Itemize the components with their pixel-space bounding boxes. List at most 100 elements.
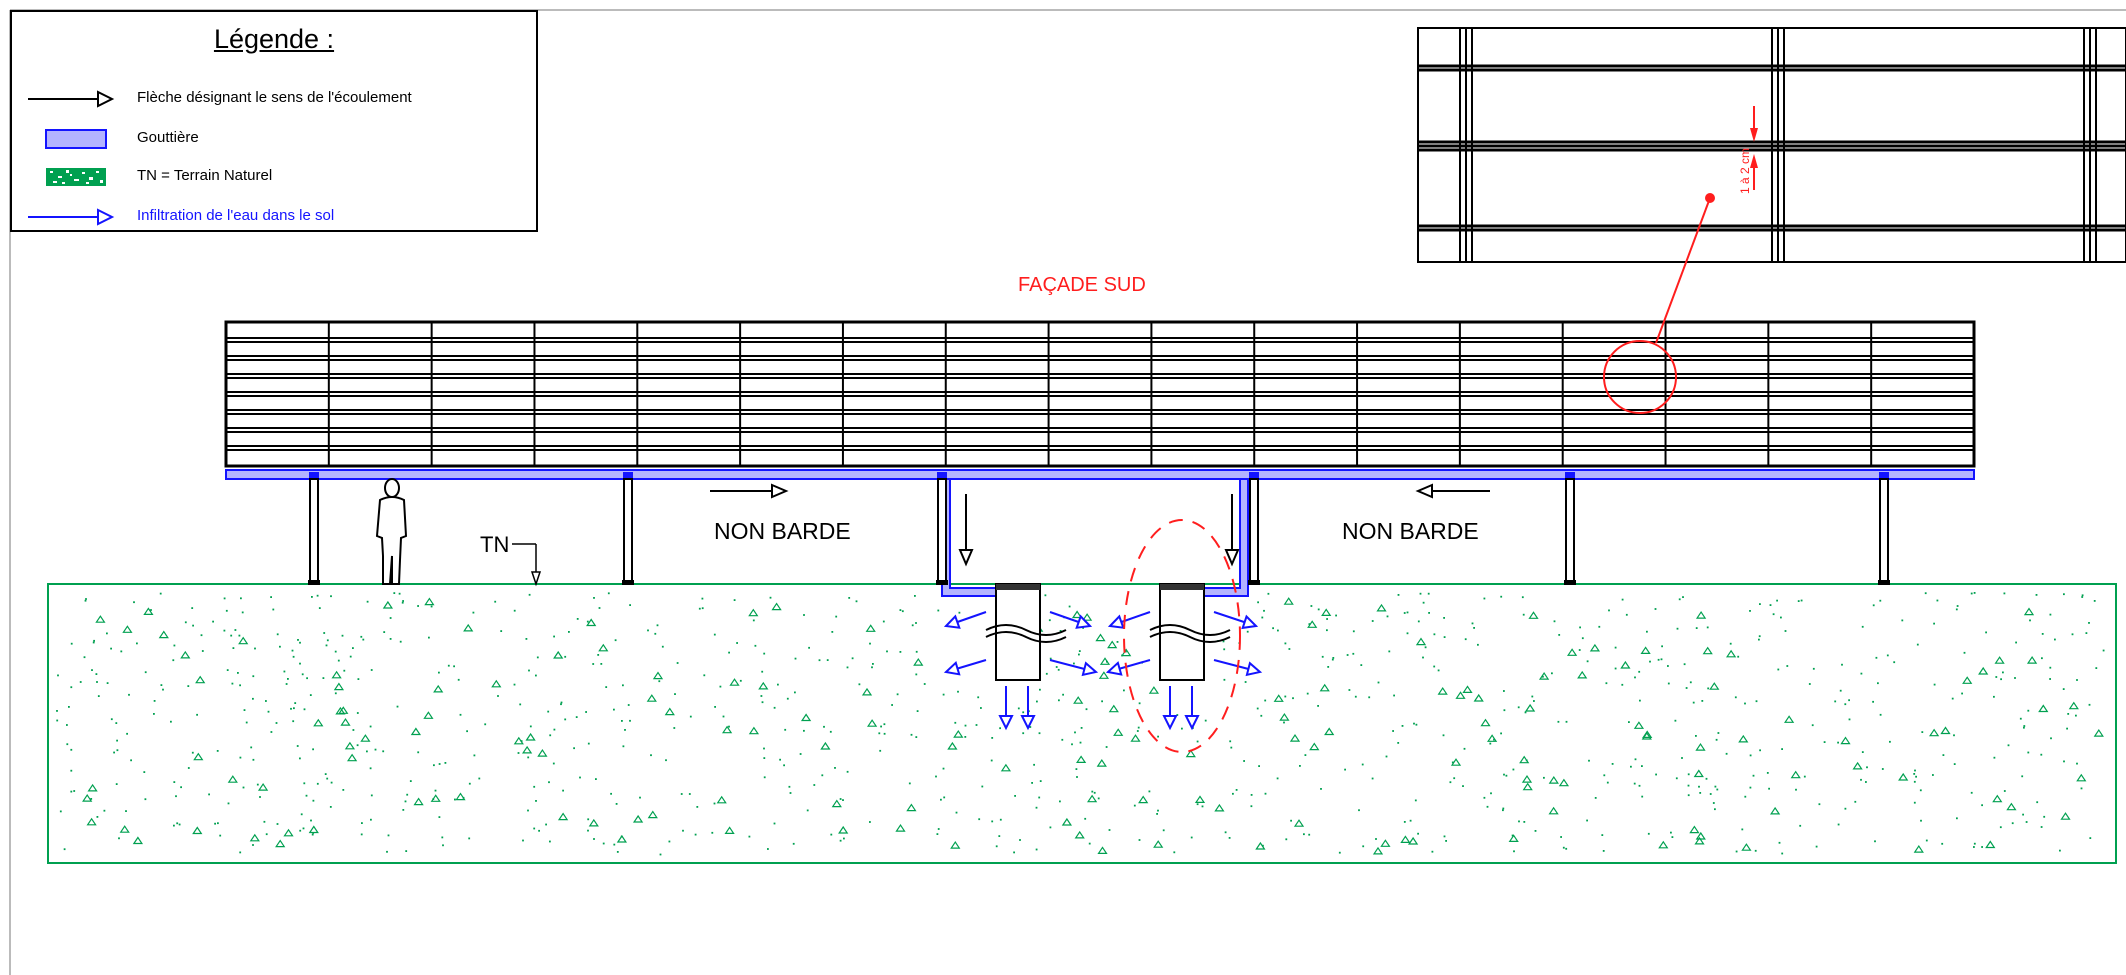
ground-dot <box>1889 740 1891 743</box>
ground-dot <box>1223 648 1226 651</box>
ground-dot <box>1071 743 1073 746</box>
ground-dot <box>306 677 308 680</box>
ground-dot <box>1284 695 1287 698</box>
ground-dot <box>1725 752 1728 755</box>
ground-triangle <box>143 607 154 616</box>
ground-dot <box>357 678 360 680</box>
ground-triangle <box>1709 682 1720 690</box>
ground-triangle <box>1538 672 1550 680</box>
post-footing <box>622 580 634 585</box>
ground-dot <box>1502 809 1504 812</box>
ground-dot <box>548 781 550 784</box>
infiltration-arrow <box>1213 611 1259 630</box>
ground-dot <box>310 819 312 822</box>
ground-dot <box>1841 663 1843 666</box>
ground-triangle <box>308 825 319 834</box>
support-posts <box>308 472 1890 585</box>
ground-dot <box>96 681 98 683</box>
ground-dot <box>2102 649 2105 652</box>
post-footing <box>1878 580 1890 585</box>
ground-dot <box>1433 633 1436 636</box>
ground-dot <box>673 727 676 729</box>
infiltration-arrows <box>943 611 1263 731</box>
ground-dot <box>153 713 155 715</box>
ground-dot <box>694 833 697 836</box>
ground-dot <box>1755 700 1758 703</box>
ground-dot <box>1371 777 1374 780</box>
ground-dot <box>442 844 444 847</box>
legend: Légende : Flèche désignant le sens de l'… <box>10 10 538 232</box>
ground-dot <box>1920 819 1922 822</box>
ground-dot <box>1695 735 1697 737</box>
ground-dot <box>1543 776 1545 779</box>
ground-dot <box>173 781 176 783</box>
ground-dot <box>2041 657 2043 660</box>
ground-dot <box>818 659 821 662</box>
ground-dot <box>241 611 244 614</box>
ground-dot <box>1875 656 1878 659</box>
ground-label: TN <box>480 532 510 557</box>
infiltration-arrow <box>943 659 987 676</box>
ground-dot <box>1258 765 1260 767</box>
ground-dot <box>265 700 267 702</box>
ground-dot <box>1716 788 1719 791</box>
ground-dot <box>2035 594 2038 596</box>
ground-dot <box>1022 711 1025 714</box>
ground-dot <box>1837 741 1839 744</box>
ground-dot <box>553 728 556 731</box>
ground-dot <box>441 836 444 839</box>
ground-dot <box>1692 701 1695 704</box>
ground-dot <box>1995 676 1998 678</box>
ground-dot <box>2088 622 2090 624</box>
ground-dot <box>398 592 401 595</box>
ground-dot <box>366 750 368 753</box>
ground-dot <box>1045 672 1048 675</box>
ground-dot <box>473 754 476 757</box>
ground-dot <box>1346 654 1349 656</box>
ground-triangle <box>1372 846 1384 855</box>
ground-dot <box>92 641 95 644</box>
legend-title: Légende : <box>213 24 335 54</box>
ground-dot <box>330 595 332 598</box>
ground-dot <box>1655 773 1657 776</box>
ground-dot <box>1320 788 1322 790</box>
ground-dot <box>1924 592 1927 595</box>
ground-dot <box>270 596 272 598</box>
ground-dot <box>886 650 888 653</box>
ground-dot <box>954 721 957 724</box>
ground-dot <box>404 800 407 803</box>
ground-dot <box>1272 627 1274 630</box>
ground-dot <box>2019 717 2022 720</box>
ground-triangle <box>1641 731 1652 740</box>
ground-dot <box>528 593 531 596</box>
ground-dot <box>1837 823 1840 826</box>
ground-dot <box>118 837 120 840</box>
ground-dot <box>1406 611 1409 614</box>
ground-dot <box>1442 734 1445 737</box>
ground-dot <box>1223 678 1226 681</box>
ground-dot <box>324 773 327 775</box>
ground-dot <box>1263 609 1265 612</box>
ground-triangle <box>953 730 964 738</box>
detail-gap-label: 1 à 2 cm <box>1738 147 1753 195</box>
infiltration-arrow <box>1020 686 1036 731</box>
ground-dot <box>658 680 661 683</box>
ground-dot <box>1786 665 1789 667</box>
ground-triangle <box>1658 840 1669 849</box>
ground-dot <box>252 675 255 678</box>
ground-dot <box>1284 642 1287 645</box>
ground-dot <box>1916 643 1919 646</box>
ground-dot <box>1204 719 1207 722</box>
ground-dot <box>2040 753 2043 756</box>
ground-dot <box>1057 668 1060 671</box>
ground-dot <box>1101 700 1103 703</box>
ground-dot <box>883 732 886 735</box>
ground-triangle <box>525 732 536 741</box>
ground-dot <box>1772 613 1775 616</box>
ground-dot <box>180 786 182 789</box>
ground-triangle <box>1309 742 1320 751</box>
ground-triangle <box>433 684 444 693</box>
ground-triangle <box>1852 761 1863 770</box>
ground-dot <box>1431 850 1434 853</box>
ground-dot <box>187 767 190 769</box>
